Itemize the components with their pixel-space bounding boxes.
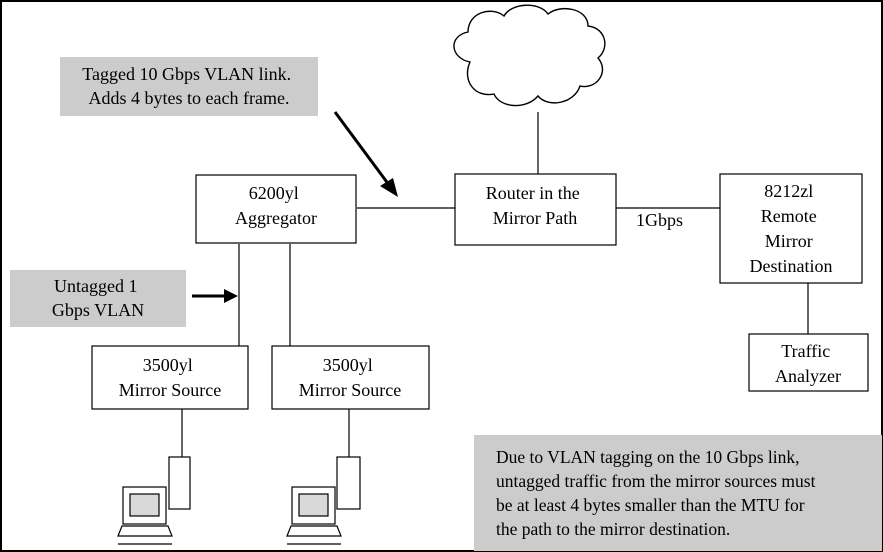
node-destination-box: [719, 173, 863, 284]
callout-tagged-link-arrow-line: [333, 111, 394, 190]
node-source-left-line-1: 3500yl: [143, 355, 193, 375]
callout-tagged-link-box: [60, 57, 318, 116]
node-router-line-2: Mirror Path: [493, 208, 578, 228]
callout-mtu-note-text: Due to VLAN tagging on the 10 Gbps link,…: [496, 447, 820, 539]
node-analyzer-label: Traffic Analyzer: [775, 341, 841, 386]
node-aggregator-label: 6200yl Aggregator: [235, 183, 317, 228]
node-source-left-box: [91, 345, 249, 410]
node-destination-line-1: 8212zl: [764, 181, 813, 201]
callout-mtu-note-line-3: be at least 4 bytes smaller than the MTU…: [496, 495, 805, 515]
callout-mtu-note-line-4: the path to the mirror destination.: [496, 519, 730, 539]
computer-right-icon: [286, 456, 361, 545]
callout-tagged-link-arrowhead: [380, 178, 398, 197]
callout-mtu-note-line-2: untagged traffic from the mirror sources…: [496, 471, 816, 491]
computer-left-screen: [129, 493, 160, 517]
callout-mtu-note-line-1: Due to VLAN tagging on the 10 Gbps link,: [496, 447, 799, 467]
node-source-right-label: 3500yl Mirror Source: [299, 355, 401, 400]
node-analyzer-line-1: Traffic: [781, 341, 830, 361]
computer-right-keyboard: [286, 525, 342, 537]
callout-untagged-vlan-line-2: Gbps VLAN: [52, 300, 144, 320]
cloud-icon: [453, 4, 606, 107]
node-router-label: Router in the Mirror Path: [486, 183, 584, 228]
callout-tagged-link-line-1: Tagged 10 Gbps VLAN link.: [82, 64, 291, 84]
callout-untagged-vlan-text: Untagged 1 Gbps VLAN: [52, 276, 144, 320]
callout-tagged-link-text: Tagged 10 Gbps VLAN link. Adds 4 bytes t…: [82, 64, 295, 108]
node-analyzer-line-2: Analyzer: [775, 366, 841, 386]
node-source-right-line-1: 3500yl: [323, 355, 373, 375]
callout-untagged-vlan-box: [10, 270, 186, 327]
node-destination-line-4: Destination: [750, 256, 833, 276]
callout-untagged-vlan-line-1: Untagged 1: [54, 276, 137, 296]
computer-left-keyboard: [117, 525, 173, 537]
callout-tagged-link-line-2: Adds 4 bytes to each frame.: [89, 88, 290, 108]
computer-right-tower: [336, 456, 361, 510]
node-source-right-line-2: Mirror Source: [299, 380, 401, 400]
node-aggregator-line-1: 6200yl: [249, 183, 299, 203]
node-aggregator-box: [195, 174, 357, 244]
callout-untagged-vlan-arrowhead: [224, 289, 238, 303]
node-destination-line-3: Mirror: [765, 231, 813, 251]
node-destination-label: 8212zl Remote Mirror Destination: [750, 181, 833, 276]
node-analyzer-box: [748, 333, 869, 392]
computer-left-tower: [168, 456, 191, 510]
node-destination-line-2: Remote: [761, 206, 817, 226]
node-source-left-line-2: Mirror Source: [119, 380, 221, 400]
node-source-left-label: 3500yl Mirror Source: [119, 355, 221, 400]
computer-right-screen: [298, 493, 329, 517]
node-router-line-1: Router in the: [486, 183, 580, 203]
node-router-box: [454, 173, 617, 246]
computer-left-icon: [117, 456, 191, 545]
link-speed-label: 1Gbps: [636, 210, 683, 230]
node-aggregator-line-2: Aggregator: [235, 208, 317, 228]
node-source-right-box: [271, 345, 430, 410]
callout-mtu-note-box: [474, 435, 882, 551]
